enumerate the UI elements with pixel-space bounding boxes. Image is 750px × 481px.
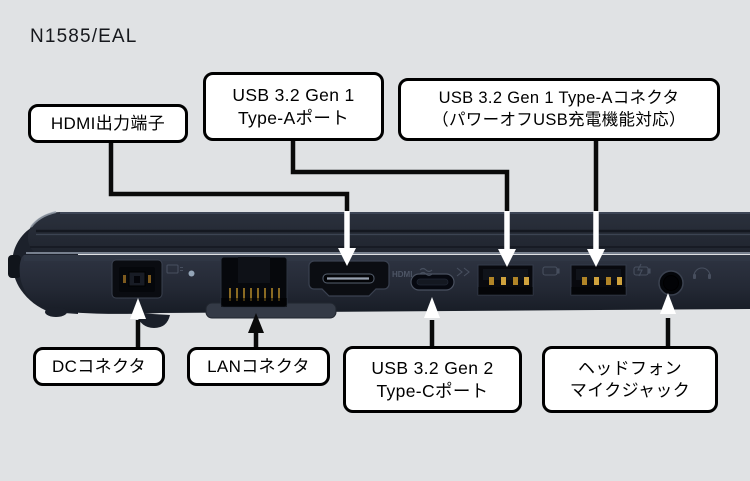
dc-in-port bbox=[111, 259, 163, 299]
usb-a-port-callout-line1: USB 3.2 Gen 1 bbox=[232, 85, 355, 106]
headphone-mic-jack bbox=[658, 270, 684, 296]
usb-c-callout-line2: Type-Cポート bbox=[376, 380, 489, 401]
headphone-callout-line2: マイクジャック bbox=[569, 380, 691, 400]
case-markings bbox=[166, 263, 711, 279]
arrow-shafts-white bbox=[344, 211, 599, 250]
base-sheen bbox=[24, 255, 750, 261]
headphone-callout: ヘッドフォン マイクジャック bbox=[542, 346, 718, 413]
power-off-charge-icon bbox=[633, 263, 651, 277]
dc-callout-text: DCコネクタ bbox=[52, 356, 146, 376]
callout-lines bbox=[108, 140, 671, 347]
usb-c-callout-line1: USB 3.2 Gen 2 bbox=[371, 358, 494, 379]
front-foot bbox=[45, 307, 67, 317]
dc-arrowhead bbox=[130, 298, 146, 319]
hdmi-line bbox=[108, 142, 350, 212]
usb-c-arrowhead bbox=[424, 297, 440, 318]
hdmi-wave-icon bbox=[419, 267, 433, 277]
lid-corner-highlight bbox=[30, 211, 57, 228]
usb-a-connector-callout-line1: USB 3.2 Gen 1 Type-Aコネクタ bbox=[438, 89, 680, 108]
usb-a-port-1 bbox=[477, 264, 534, 296]
hdmi-out-port bbox=[308, 260, 390, 297]
headphone-arrowhead bbox=[660, 293, 676, 314]
hdmi-arrowhead bbox=[338, 248, 356, 266]
charge-led bbox=[188, 270, 195, 277]
usb-a-port-2 bbox=[570, 264, 627, 296]
lan-arrowhead bbox=[248, 313, 264, 333]
usb-c-port bbox=[410, 273, 455, 291]
hinge-latch bbox=[8, 255, 21, 278]
hdmi-callout: HDMI出力端子 bbox=[28, 104, 188, 143]
usb-a-port-line bbox=[290, 140, 510, 212]
ports bbox=[111, 256, 684, 308]
usb-a-connector-arrowhead bbox=[587, 249, 605, 267]
headphone-callout-line1: ヘッドフォン bbox=[577, 358, 683, 378]
usb-icon-mid bbox=[542, 266, 560, 276]
dc-icon-pins bbox=[180, 266, 183, 272]
usb-a-connector-callout: USB 3.2 Gen 1 Type-Aコネクタ （パワーオフUSB充電機能対応… bbox=[398, 78, 720, 141]
ss-usb-icon-1 bbox=[456, 267, 470, 277]
hdmi-callout-text: HDMI出力端子 bbox=[50, 113, 166, 133]
usb-a-connector-callout-line2: （パワーオフUSB充電機能対応） bbox=[432, 110, 686, 129]
usb-a-port-callout: USB 3.2 Gen 1 Type-Aポート bbox=[203, 72, 384, 141]
lan-callout: LANコネクタ bbox=[187, 347, 330, 386]
arrow-heads bbox=[130, 248, 676, 333]
usb-a-port-callout-line2: Type-Aポート bbox=[237, 107, 350, 128]
usb-c-callout: USB 3.2 Gen 2 Type-Cポート bbox=[343, 346, 522, 413]
hdmi-marking: HDMI bbox=[392, 270, 412, 279]
dc-icon bbox=[166, 264, 179, 274]
dc-callout: DCコネクタ bbox=[33, 347, 165, 386]
model-number: N1585/EAL bbox=[30, 26, 138, 47]
lan-rj45-port bbox=[220, 256, 288, 308]
headphone-icon bbox=[693, 267, 711, 279]
lan-callout-text: LANコネクタ bbox=[207, 356, 310, 376]
usb-a-port-arrowhead bbox=[498, 249, 516, 267]
